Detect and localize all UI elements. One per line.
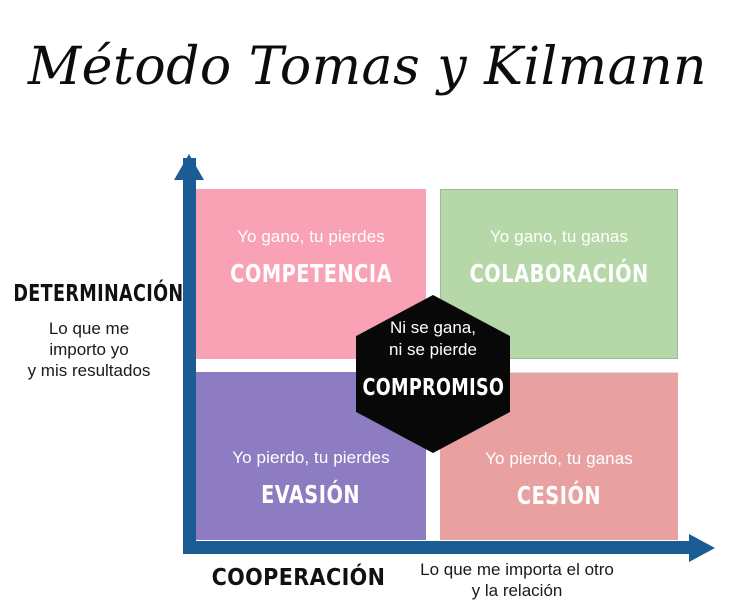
quadrant-competencia: Yo gano, tu pierdes COMPETENCIA [196,189,426,359]
center-name-compromiso: COMPROMISO [362,375,504,401]
quadrant-name-evasion: EVASIÓN [261,480,361,509]
center-outcome-line-2: ni se pierde [389,340,477,359]
quadrant-outcome-competencia: Yo gano, tu pierdes [237,227,385,246]
quadrant-name-competencia: COMPETENCIA [230,259,392,288]
vertical-axis-heading: DETERMINACIÓN [13,281,184,307]
vertical-axis-description: Lo que me importo yo y mis resultados [0,318,178,381]
page-title: Método Tomas y Kilmann [27,37,708,97]
horizontal-axis-line [183,541,693,554]
vertical-axis-line [183,158,196,554]
horizontal-axis-arrow-icon [689,534,715,562]
quadrant-outcome-evasion: Yo pierdo, tu pierdes [232,448,390,467]
horizontal-axis-description-line-1: Lo que me importa el otro [420,560,614,579]
horizontal-axis-description-line-2: y la relación [471,581,563,600]
horizontal-axis-heading: COOPERACIÓN [211,565,386,591]
quadrant-name-colaboracion: COLABORACIÓN [469,259,649,288]
vertical-axis-arrow-icon [174,154,204,180]
center-outcome-compromiso: Ni se gana, ni se pierde [389,317,477,361]
vertical-axis-label: DETERMINACIÓN Lo que me importo yo y mis… [0,281,184,381]
quadrant-name-cesion: CESIÓN [516,480,602,510]
quadrant-outcome-cesion: Yo pierdo, tu ganas [485,448,633,468]
center-outcome-line-1: Ni se gana, [389,318,476,337]
vertical-axis-description-line-2: importo yo [49,340,129,359]
horizontal-axis-description: Lo que me importa el otro y la relación [392,559,642,601]
horizontal-axis-label: COOPERACIÓN [206,565,391,591]
quadrant-outcome-colaboracion: Yo gano, tu ganas [489,227,629,246]
vertical-axis-description-line-3: y mis resultados [27,361,151,380]
vertical-axis-description-line-1: Lo que me [48,319,130,338]
